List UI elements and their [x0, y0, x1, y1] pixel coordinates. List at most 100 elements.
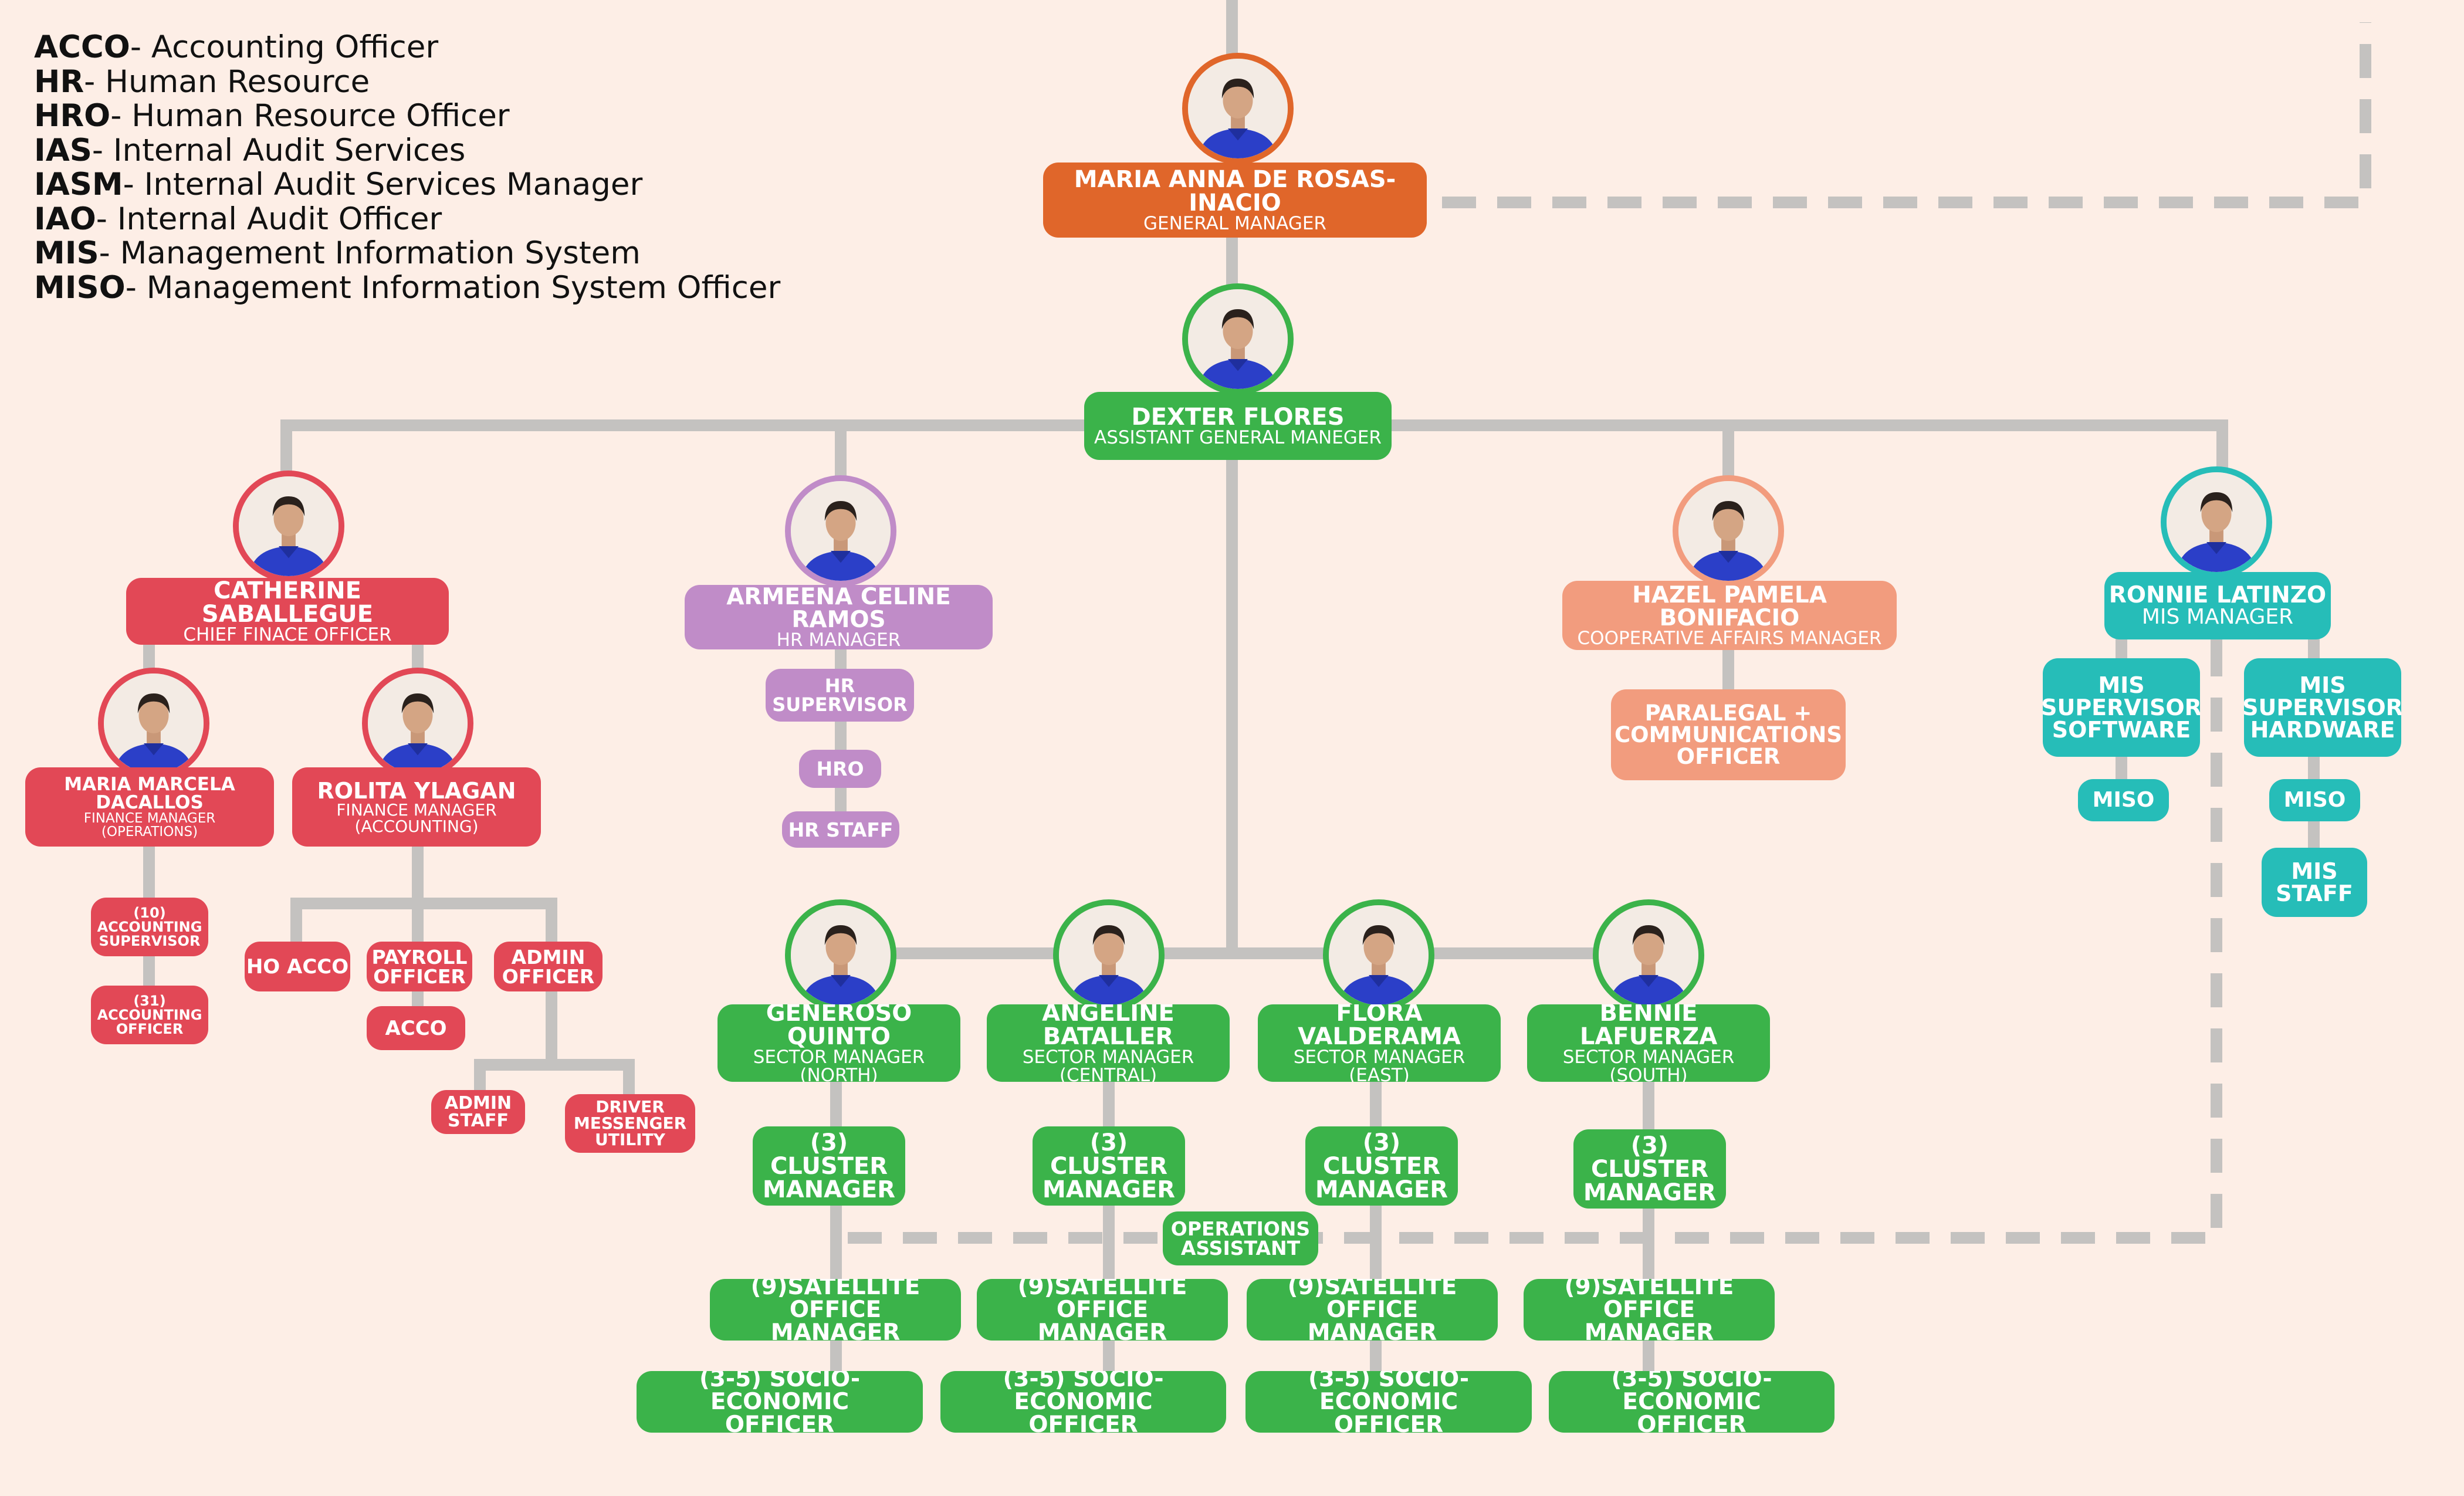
admin-staff-box-name: ADMIN STAFF: [444, 1092, 512, 1131]
legend-abbreviation: ACCO: [34, 29, 130, 65]
legend-abbreviation: IAO: [34, 201, 96, 237]
sm_central-avatar: [1053, 899, 1165, 1011]
portrait-icon: [1188, 59, 1288, 158]
hr-avatar: [785, 475, 896, 587]
legend-abbreviation: HR: [34, 63, 84, 100]
legend-item: HRO- Human Resource Officer: [34, 99, 780, 134]
hro-box: HRO: [799, 750, 881, 788]
socio-box-name: (3-5) SOCIO-ECONOMIC OFFICER: [1308, 1371, 1470, 1433]
legend-meaning: - Human Resource Officer: [110, 98, 510, 134]
portrait-icon: [791, 905, 891, 1005]
coop-card-name: HAZEL PAMELA BONIFACIO: [1632, 581, 1827, 631]
legend-abbreviation: MISO: [34, 269, 126, 306]
ops-assistant-box: OPERATIONS ASSISTANT: [1163, 1211, 1318, 1265]
cfo-card-name: CATHERINE SABALLEGUE: [201, 578, 374, 628]
agm-card-title: ASSISTANT GENERAL MANEGER: [1094, 427, 1382, 448]
payroll-box: PAYROLL OFFICER: [367, 942, 472, 991]
admin-officer-box: ADMIN OFFICER: [494, 942, 603, 991]
fm_acc-card-name: ROLITA YLAGAN: [317, 777, 516, 804]
acco-box-name: ACCO: [385, 1016, 447, 1040]
cluster-box-name: (3) CLUSTER MANAGER: [1042, 1129, 1176, 1203]
legend-item: MIS- Management Information System: [34, 236, 780, 271]
satellite-box-name: (9)SATELLITE OFFICE MANAGER: [1564, 1279, 1734, 1341]
acc-officer-box-name: (31) ACCOUNTING OFFICER: [97, 993, 202, 1037]
legend-meaning: - Accounting Officer: [130, 29, 439, 65]
ops-assistant-box-name: OPERATIONS ASSISTANT: [1170, 1217, 1311, 1260]
portrait-icon: [239, 476, 339, 576]
mis-staff-box-name: MIS STAFF: [2276, 858, 2353, 906]
cfo-avatar: [233, 471, 344, 582]
acco-box: ACCO: [367, 1006, 465, 1050]
portrait-icon: [1678, 481, 1778, 581]
mis-avatar: [2161, 466, 2272, 578]
admin-staff-box: ADMIN STAFF: [431, 1090, 525, 1134]
hr-staff-box: HR STAFF: [782, 811, 899, 848]
legend-item: IASM- Internal Audit Services Manager: [34, 167, 780, 202]
socio-box: (3-5) SOCIO-ECONOMIC OFFICER: [1245, 1371, 1532, 1433]
portrait-icon: [1188, 289, 1288, 389]
cluster-box-name: (3) CLUSTER MANAGER: [762, 1129, 896, 1203]
mis-hw-box-name: MIS SUPERVISOR HARDWARE: [2244, 672, 2401, 743]
paralegal-box-name: PARALEGAL + COMMUNICATIONS OFFICER: [1614, 700, 1842, 769]
acc-supervisor-box-name: (10) ACCOUNTING SUPERVISOR: [97, 905, 202, 949]
satellite-box-name: (9)SATELLITE OFFICE MANAGER: [750, 1279, 920, 1341]
legend-meaning: - Human Resource: [84, 63, 370, 100]
sm_east-card-name: FLORA VALDERAMA: [1298, 1004, 1461, 1050]
socio-box: (3-5) SOCIO-ECONOMIC OFFICER: [940, 1371, 1226, 1433]
fm_acc-card-title: FINANCE MANAGER (ACCOUNTING): [336, 800, 497, 836]
fm_acc-avatar: [362, 668, 473, 779]
legend-meaning: - Management Information System: [99, 235, 641, 271]
cluster-box: (3) CLUSTER MANAGER: [1573, 1129, 1726, 1209]
portrait-icon: [1059, 905, 1159, 1005]
legend-meaning: - Internal Audit Services: [92, 132, 466, 168]
paralegal-box: PARALEGAL + COMMUNICATIONS OFFICER: [1611, 689, 1846, 780]
gm-card-title: GENERAL MANAGER: [1143, 212, 1326, 234]
portrait-icon: [104, 673, 204, 773]
satellite-box: (9)SATELLITE OFFICE MANAGER: [1524, 1279, 1775, 1341]
satellite-box: (9)SATELLITE OFFICE MANAGER: [710, 1279, 961, 1341]
miso-sw-box-name: MISO: [2092, 788, 2155, 812]
miso-hw-box-name: MISO: [2283, 788, 2346, 812]
mis-staff-box: MIS STAFF: [2262, 848, 2367, 917]
sm_south-avatar: [1593, 899, 1704, 1011]
hr-staff-box-name: HR STAFF: [788, 818, 893, 841]
satellite-box: (9)SATELLITE OFFICE MANAGER: [977, 1279, 1228, 1341]
coop-card-title: COOPERATIVE AFFAIRS MANAGER: [1577, 627, 1882, 649]
mis-card-name: RONNIE LATINZO: [2108, 582, 2327, 608]
ho-acco-box-name: HO ACCO: [246, 955, 349, 979]
sm_east-avatar: [1323, 899, 1434, 1011]
cluster-box: (3) CLUSTER MANAGER: [1033, 1126, 1185, 1206]
sm_north-card-title: SECTOR MANAGER (NORTH): [753, 1047, 925, 1082]
miso-sw-box: MISO: [2078, 779, 2169, 821]
legend-meaning: - Management Information System Officer: [125, 269, 781, 306]
cluster-box: (3) CLUSTER MANAGER: [1305, 1126, 1458, 1206]
legend-item: IAO- Internal Audit Officer: [34, 202, 780, 237]
sm_south-card-name: BENNIE LAFUERZA: [1579, 1004, 1718, 1050]
sm_north-avatar: [785, 899, 896, 1011]
acc-officer-box: (31) ACCOUNTING OFFICER: [91, 986, 208, 1044]
payroll-box-name: PAYROLL OFFICER: [371, 945, 468, 988]
legend-item: IAS- Internal Audit Services: [34, 132, 780, 168]
socio-box-name: (3-5) SOCIO-ECONOMIC OFFICER: [699, 1371, 861, 1433]
sm_central-card-name: ANGELINE BATALLER: [1042, 1004, 1175, 1050]
socio-box-name: (3-5) SOCIO-ECONOMIC OFFICER: [1003, 1371, 1164, 1433]
legend-abbreviation: MIS: [34, 235, 99, 271]
legend-meaning: - Internal Audit Services Manager: [123, 167, 643, 202]
hr-card-name: ARMEENA CELINE RAMOS: [726, 585, 951, 633]
legend-meaning: - Internal Audit Officer: [96, 201, 442, 237]
agm-avatar: [1182, 283, 1294, 395]
portrait-icon: [368, 673, 468, 773]
fm_ops-card-title: FINANCE MANAGER (OPERATIONS): [83, 810, 216, 840]
gm-avatar: [1182, 53, 1294, 164]
hr-card-title: HR MANAGER: [776, 629, 901, 649]
hro-box-name: HRO: [816, 757, 864, 780]
socio-box: (3-5) SOCIO-ECONOMIC OFFICER: [637, 1371, 923, 1433]
driver-box-name: DRIVER MESSENGER UTILITY: [573, 1097, 687, 1149]
